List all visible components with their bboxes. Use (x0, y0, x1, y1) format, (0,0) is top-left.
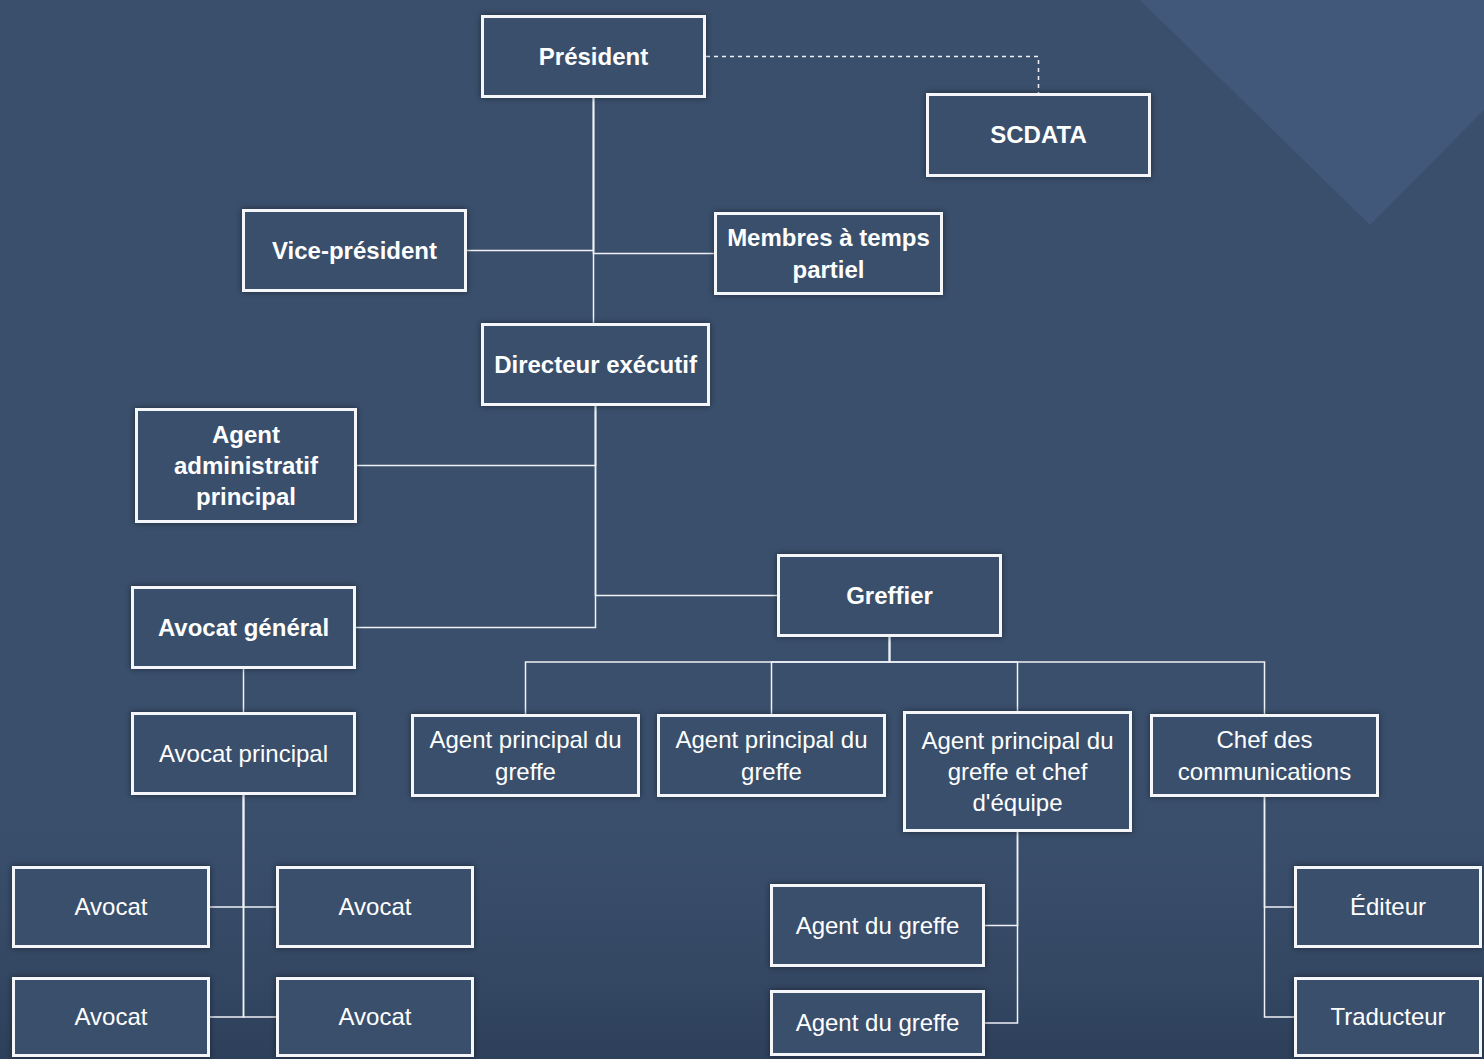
org-box: Directeur exécutif (481, 323, 710, 406)
org-box: Agent principal du greffe (411, 714, 640, 797)
org-box: Éditeur (1294, 866, 1482, 948)
box-label: Éditeur (1350, 891, 1426, 922)
org-connector (594, 98, 715, 254)
org-connector (890, 637, 1018, 711)
org-box: Greffier (777, 554, 1002, 637)
org-connector (890, 637, 1265, 714)
org-box: Traducteur (1294, 977, 1482, 1057)
org-box: Agent du greffe (770, 884, 985, 967)
org-box: Avocat (12, 977, 210, 1057)
org-box: Avocat (276, 866, 474, 948)
org-connector (210, 795, 244, 907)
org-box: Avocat général (131, 586, 356, 669)
org-box: Avocat (276, 977, 474, 1057)
box-label: Agent du greffe (796, 910, 960, 941)
org-connector (244, 795, 277, 1017)
org-connector (526, 637, 890, 714)
org-box: Agent principal du greffe et chef d'équi… (903, 711, 1132, 832)
org-box: Président (481, 15, 706, 98)
org-box: Chef des communications (1150, 714, 1379, 797)
box-label: Agent du greffe (796, 1007, 960, 1038)
org-connector (357, 406, 596, 466)
org-connector (467, 98, 594, 251)
org-box: Agent du greffe (770, 990, 985, 1056)
box-label: Avocat (75, 891, 148, 922)
box-label: Avocat (75, 1001, 148, 1032)
background-facet (1140, 0, 1484, 225)
box-label: Greffier (846, 580, 933, 611)
box-label: Directeur exécutif (494, 349, 697, 380)
org-box: Membres à temps partiel (714, 212, 943, 295)
box-label: Agent principal du greffe (422, 724, 629, 786)
org-connector (985, 832, 1018, 926)
box-label: Chef des communications (1161, 724, 1368, 786)
box-label: Traducteur (1330, 1001, 1445, 1032)
org-connector (356, 406, 596, 628)
org-connector (1265, 797, 1295, 907)
org-connector (243, 669, 245, 712)
org-connector (210, 795, 244, 1017)
box-label: Membres à temps partiel (725, 222, 932, 284)
org-connector (772, 637, 890, 714)
box-label: Avocat (339, 891, 412, 922)
org-connector (244, 795, 277, 907)
box-label: Président (539, 41, 648, 72)
org-connector (1265, 797, 1295, 1017)
org-box: SCDATA (926, 93, 1151, 177)
box-label: SCDATA (990, 119, 1086, 150)
box-label: Agent administratif principal (146, 419, 346, 513)
box-label: Agent principal du greffe et chef d'équi… (914, 725, 1121, 819)
box-label: Agent principal du greffe (668, 724, 875, 786)
org-box: Vice-président (242, 209, 467, 292)
org-connector (706, 57, 1039, 94)
box-label: Vice-président (272, 235, 437, 266)
org-box: Avocat principal (131, 712, 356, 795)
background-shade (0, 760, 1484, 1059)
org-connector (985, 832, 1018, 1023)
org-box: Agent administratif principal (135, 408, 357, 523)
box-label: Avocat principal (159, 738, 328, 769)
box-label: Avocat (339, 1001, 412, 1032)
box-label: Avocat général (158, 612, 329, 643)
org-box: Avocat (12, 866, 210, 948)
org-box: Agent principal du greffe (657, 714, 886, 797)
org-connector (596, 406, 778, 596)
